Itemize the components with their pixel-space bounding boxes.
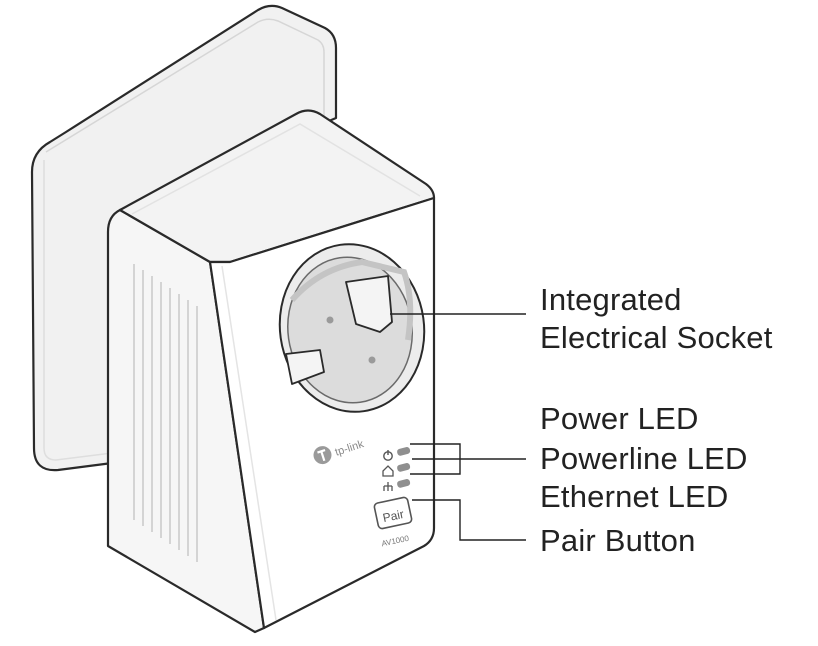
callout-socket-line1: Integrated — [540, 282, 682, 317]
side-vent-slots — [133, 264, 198, 562]
callout-pair-button: Pair Button — [540, 523, 696, 558]
powerline-led — [382, 463, 411, 477]
callout-powerline-led: Powerline LED — [540, 441, 748, 476]
network-icon — [383, 482, 393, 491]
integrated-socket — [278, 243, 426, 413]
pair-button-label: Pair — [381, 507, 405, 525]
led-indicators — [382, 447, 411, 491]
callout-ethernet-led: Ethernet LED — [540, 479, 729, 514]
callout-power-led: Power LED — [540, 401, 699, 436]
ethernet-led — [383, 479, 411, 491]
callout-socket-line2: Electrical Socket — [540, 320, 773, 355]
leader-lines — [390, 313, 526, 541]
callout-integrated-socket: Integrated Electrical Socket — [540, 281, 773, 357]
home-icon — [382, 465, 394, 477]
power-led — [383, 447, 411, 461]
pair-leader-line — [412, 499, 526, 541]
device-side-panel — [106, 208, 266, 634]
